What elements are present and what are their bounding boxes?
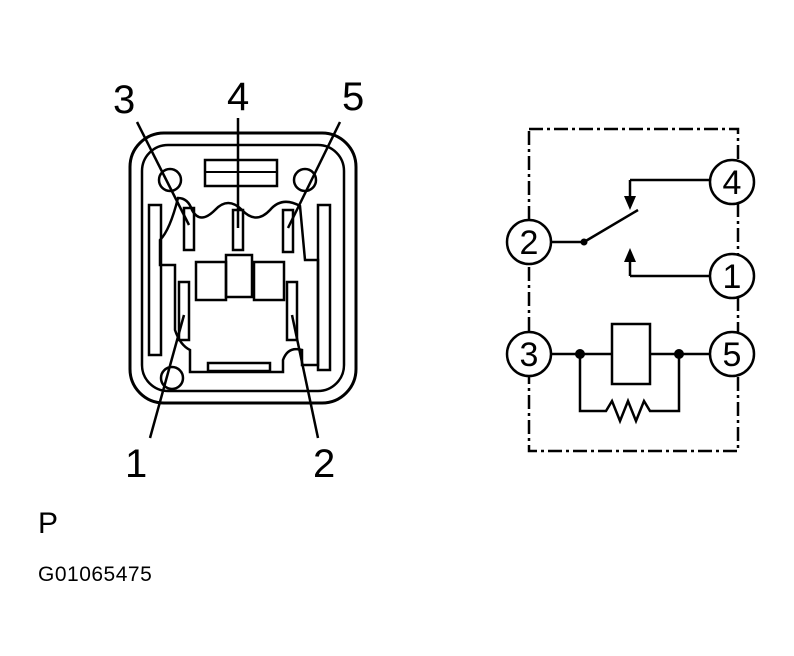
no-contact-arrow: [624, 196, 636, 210]
leader-line-5: [286, 121, 342, 229]
figure-code: G01065475: [38, 563, 153, 586]
switch-arm: [583, 208, 639, 244]
terminal-label-5: 5: [723, 336, 742, 374]
pin-label-4: 4: [227, 75, 249, 119]
right-rail: [316, 203, 332, 372]
terminal-blade-3: [182, 206, 196, 252]
schematic-filled-details: [575, 196, 684, 359]
coil-winding: [610, 322, 652, 386]
pin-label-5: 5: [342, 75, 364, 119]
cavity-block-left: [194, 260, 228, 302]
terminal-circle-4: [708, 158, 756, 206]
terminal-label-4: 4: [723, 164, 742, 202]
bottom-slot: [206, 361, 272, 373]
relay-connector-face: [128, 118, 358, 439]
leader-line-1: [148, 314, 186, 439]
mount-hole-top-left: [157, 167, 183, 193]
mount-hole-bottom-left: [159, 365, 185, 391]
relay-schematic: [505, 127, 756, 453]
left-rail: [147, 203, 163, 357]
connector-inner-housing: [140, 143, 346, 393]
terminal-label-3: 3: [520, 336, 539, 374]
pin-label-1: 1: [125, 442, 147, 486]
pin-label-2: 2: [313, 442, 335, 486]
cavity-block-right: [252, 260, 286, 302]
pin-label-3: 3: [113, 78, 135, 122]
nc-contact-arrow: [624, 248, 636, 262]
terminal-blade-1: [177, 280, 191, 342]
connector-outer-housing: [128, 131, 358, 405]
terminal-blade-2: [285, 280, 299, 342]
terminal-label-2: 2: [520, 224, 539, 262]
leader-line-3: [135, 121, 191, 226]
coil-junction-right: [674, 349, 684, 359]
leader-line-2: [290, 314, 320, 439]
resistor-branch: [578, 354, 681, 425]
terminal-blade-5: [281, 208, 295, 254]
view-letter: P: [38, 507, 59, 540]
cavity-block-center: [224, 253, 254, 299]
switch-pivot-dot: [580, 238, 588, 246]
coil-junction-left: [575, 349, 585, 359]
terminal-cavity-outline: [158, 196, 320, 374]
relay-enclosure-outline: [527, 127, 740, 453]
terminal-label-1: 1: [723, 258, 742, 296]
